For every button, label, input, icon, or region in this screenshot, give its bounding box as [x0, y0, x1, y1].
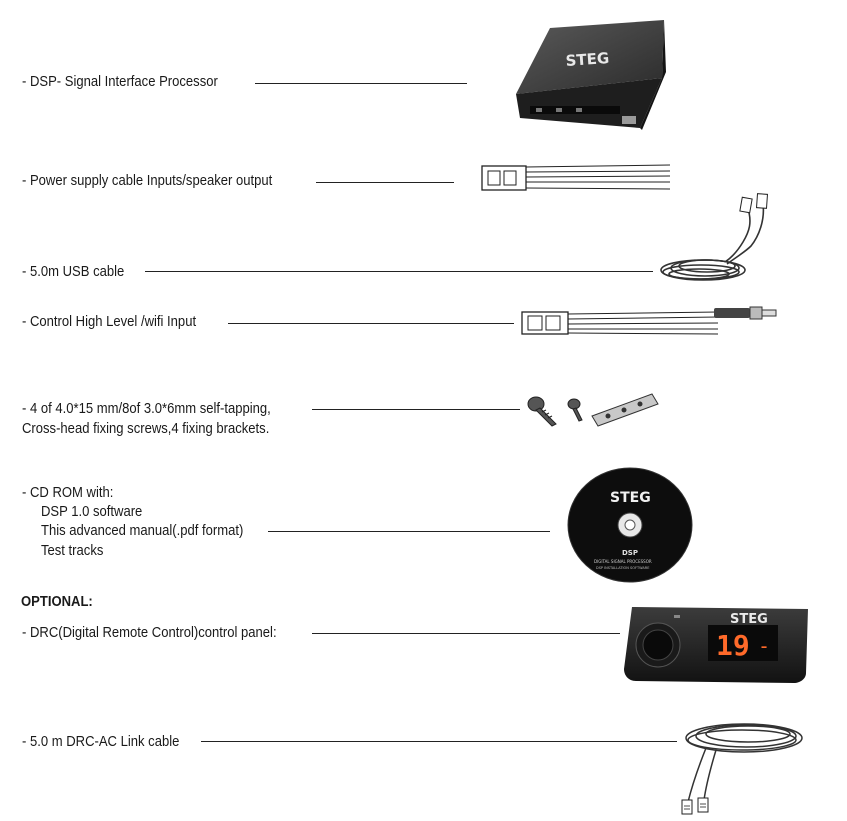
leader-line-screws [312, 409, 520, 410]
dsp-processor-image: STEG [516, 20, 666, 130]
item-cdrom-manual: This advanced manual(.pdf format) [41, 523, 244, 539]
item-screws-label-line1: - 4 of 4.0*15 mm/8of 3.0*6mm self-tappin… [22, 401, 271, 417]
cd-small-line-1: DIGITAL SIGNAL PROCESSOR [594, 559, 652, 564]
item-high-level-label: - Control High Level /wifi Input [22, 314, 197, 330]
power-cable-image [481, 164, 671, 191]
optional-heading: OPTIONAL: [21, 594, 93, 610]
item-drc-label: - DRC(Digital Remote Control)control pan… [22, 625, 277, 641]
screws-brackets-image [527, 393, 659, 427]
leader-line-drc-link-cable [201, 741, 677, 742]
leader-line-power-cable [316, 182, 454, 183]
drc-display-dash: - [758, 634, 770, 658]
item-screws-label-line2: Cross-head fixing screws,4 fixing bracke… [22, 421, 270, 437]
item-cdrom-label: - CD ROM with: [22, 485, 114, 501]
cd-small-line-2: DSP INSTALLATION SOFTWARE [596, 566, 649, 570]
leader-line-usb-cable [145, 271, 653, 272]
cd-rom-image: STEG DSP DIGITAL SIGNAL PROCESSOR DSP IN… [567, 467, 693, 583]
item-cdrom-software: DSP 1.0 software [41, 504, 143, 520]
cd-logo-text: STEG [610, 490, 651, 506]
drc-display-digits: 19 [716, 629, 750, 662]
usb-cable-image [660, 193, 769, 281]
item-drc-link-cable-label: - 5.0 m DRC-AC Link cable [22, 734, 180, 750]
item-power-cable-label: - Power supply cable Inputs/speaker outp… [22, 173, 273, 189]
item-usb-cable-label: - 5.0m USB cable [22, 264, 125, 280]
leader-line-drc [312, 633, 620, 634]
leader-line-dsp [255, 83, 467, 84]
cd-subtitle-text: DSP [622, 549, 638, 557]
drc-control-panel-image: 19 - STEG [624, 607, 808, 683]
item-dsp-label: - DSP- Signal Interface Processor [22, 74, 218, 90]
item-cdrom-tracks: Test tracks [41, 543, 104, 559]
drc-link-cable-image [681, 723, 803, 815]
drc-logo-text: STEG [730, 612, 768, 627]
dsp-logo-text: STEG [565, 49, 610, 70]
leader-line-cdrom [268, 531, 550, 532]
leader-line-high-level [228, 323, 514, 324]
high-level-cable-image [521, 306, 777, 335]
